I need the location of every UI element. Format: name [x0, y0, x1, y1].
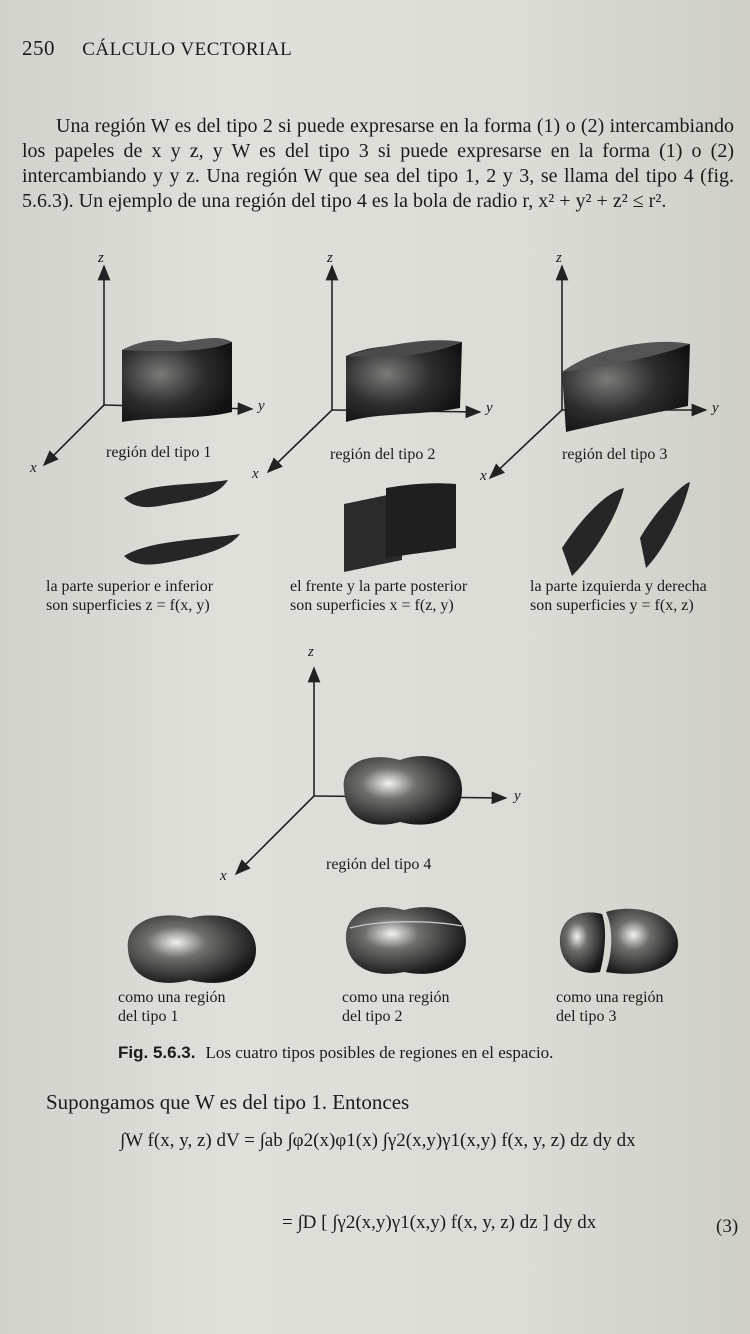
y-axis-label-1: y: [258, 398, 265, 414]
surface-back-type2: [386, 483, 456, 558]
x-axis-label-1: x: [30, 460, 37, 476]
paragraph-text: Una región W es del tipo 2 si puede expr…: [22, 115, 734, 212]
caption-type2: el frente y la parte posterior son super…: [290, 578, 468, 614]
surface-bottom-type1: [124, 534, 240, 565]
caption-type3: la parte izquierda y derecha son superfi…: [530, 578, 707, 614]
x-axis-label-4: x: [220, 868, 227, 884]
block-type3: [562, 341, 690, 432]
z-axis-label-3: z: [556, 250, 562, 266]
ball-view-type1: [127, 915, 256, 983]
z-axis-label-1: z: [98, 250, 104, 266]
y-axis-label-3: y: [712, 400, 719, 416]
following-text: Supongamos que W es del tipo 1. Entonces: [46, 1090, 410, 1114]
surface-top-type1: [124, 480, 228, 508]
page-header: 250 CÁLCULO VECTORIAL: [22, 36, 292, 61]
equation-line-2: = ∫D [ ∫γ2(x,y)γ1(x,y) f(x, y, z) dz ] d…: [282, 1212, 597, 1233]
ball-view-type2: [345, 907, 466, 974]
region-label-type2: región del tipo 2: [330, 446, 436, 463]
region-label-type4: región del tipo 4: [326, 856, 432, 873]
surface-left-type3: [562, 488, 624, 576]
type4-view-caption-1: como una región del tipo 1: [118, 989, 226, 1025]
type4-view-caption-3: como una región del tipo 3: [556, 989, 664, 1025]
z-axis-label-2: z: [327, 250, 333, 266]
ball-type4: [343, 755, 462, 825]
running-title: CÁLCULO VECTORIAL: [82, 39, 293, 60]
figure-caption-text: Los cuatro tipos posibles de regiones en…: [205, 1043, 554, 1062]
x-axis-label-3: x: [480, 468, 487, 484]
block-type1: [122, 337, 232, 422]
page-number: 250: [22, 36, 55, 60]
region-label-type3: región del tipo 3: [562, 446, 668, 463]
y-axis-label-2: y: [486, 400, 493, 416]
equation-line-1: ∫W f(x, y, z) dV = ∫ab ∫φ2(x)φ1(x) ∫γ2(x…: [120, 1130, 636, 1151]
caption-type1: la parte superior e inferior son superfi…: [46, 578, 214, 614]
region-label-type1: región del tipo 1: [106, 444, 212, 461]
type4-view-caption-2: como una región del tipo 2: [342, 989, 450, 1025]
surface-right-type3: [640, 482, 690, 568]
figure-caption: Fig. 5.6.3. Los cuatro tipos posibles de …: [118, 1043, 553, 1063]
y-axis-label-4: y: [514, 788, 521, 804]
x-axis-label-2: x: [252, 466, 259, 482]
z-axis-label-4: z: [308, 644, 314, 660]
ball-view-type3-left: [559, 912, 606, 973]
equation-number: (3): [716, 1216, 739, 1237]
figure-caption-number: Fig. 5.6.3.: [118, 1043, 196, 1062]
ball-view-type3-right: [606, 908, 679, 974]
block-type2: [346, 340, 462, 422]
intro-paragraph: Una región W es del tipo 2 si puede expr…: [22, 114, 734, 214]
